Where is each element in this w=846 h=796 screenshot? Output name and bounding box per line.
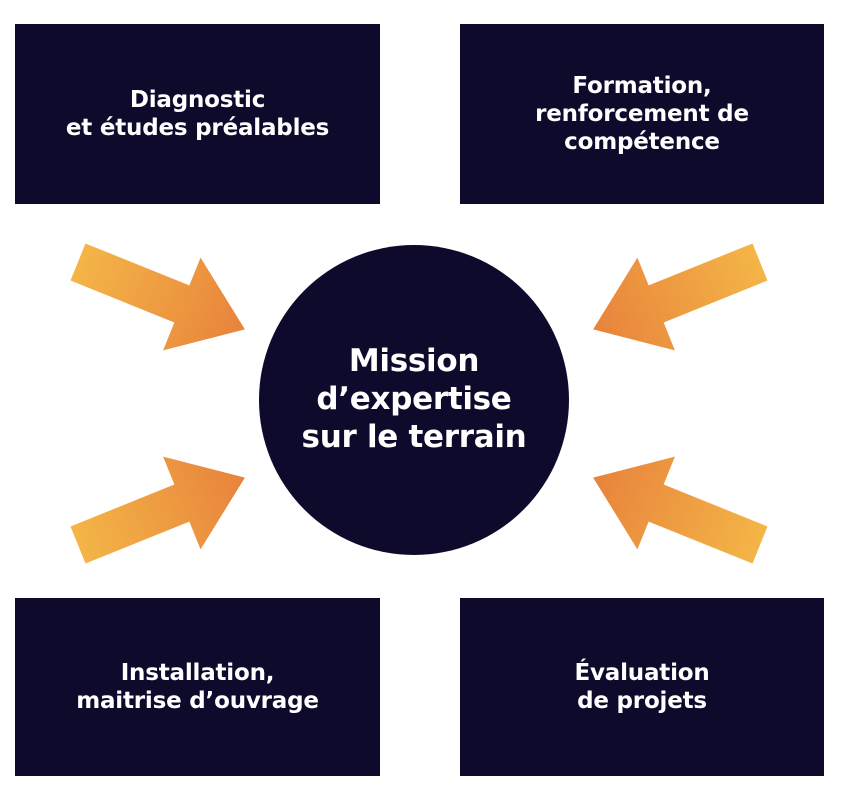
box-formation-label: Formation, renforcement de compétence — [535, 72, 749, 156]
center-circle-label: Mission d’expertise sur le terrain — [301, 343, 527, 455]
box-evaluation: Évaluation de projets — [460, 598, 824, 776]
box-diagnostic: Diagnostic et études préalables — [15, 24, 380, 204]
center-circle-mission: Mission d’expertise sur le terrain — [259, 245, 569, 555]
box-diagnostic-label: Diagnostic et études préalables — [65, 86, 330, 141]
box-evaluation-label: Évaluation de projets — [574, 659, 710, 714]
box-installation-label: Installation, maitrise d’ouvrage — [76, 659, 319, 714]
arrow-bottom-left — [70, 456, 245, 564]
box-formation: Formation, renforcement de compétence — [460, 24, 824, 204]
arrow-top-right — [593, 243, 768, 351]
box-installation: Installation, maitrise d’ouvrage — [15, 598, 380, 776]
arrow-bottom-right — [593, 456, 768, 564]
arrow-top-left — [70, 243, 245, 351]
